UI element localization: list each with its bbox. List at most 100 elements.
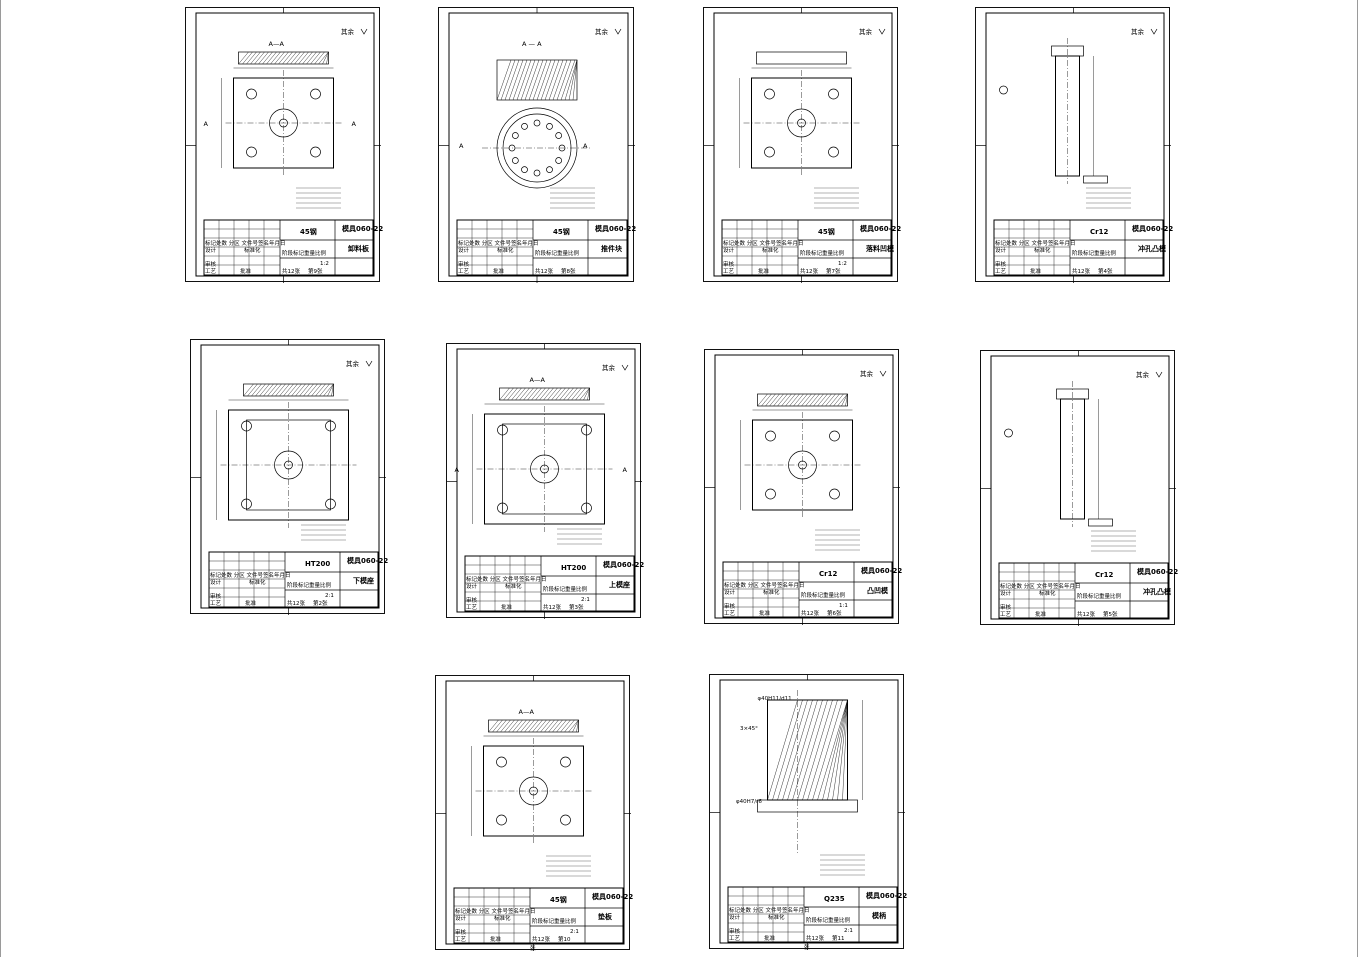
sheet-number: 第2张 [313, 599, 328, 607]
hole [511, 132, 519, 139]
tb-label-approve: 批准 [1035, 610, 1047, 618]
tb-label-design: 设计 [210, 578, 222, 586]
tb-label-stage: 阶段标记重量比例 [1072, 249, 1117, 257]
bolt-hole [310, 88, 321, 100]
tb-label-design: 设计 [466, 582, 478, 590]
hole [533, 169, 541, 177]
sheet-total: 共12张 [800, 267, 818, 275]
part-name: 冲孔凸模 [1143, 587, 1172, 596]
tb-label-standard: 标准化 [763, 588, 780, 596]
tolerance-frame [1088, 518, 1113, 527]
section-label: A — A [522, 40, 542, 48]
tb-label-review: 审核 [729, 927, 741, 935]
surface-note: 其余 [1131, 27, 1145, 36]
bolt-hole [325, 498, 336, 510]
inner-frame [448, 12, 629, 277]
bolt-hole [765, 430, 776, 442]
part-name: 垫板 [598, 912, 613, 921]
sheet-total: 共12张 [287, 599, 305, 607]
bolt-hole [560, 814, 571, 826]
roughness-icon [1150, 28, 1158, 35]
material: 45钢 [553, 227, 570, 236]
tb-label-standard: 标准化 [1034, 246, 1051, 254]
view-label-right: A [352, 120, 357, 128]
inner-frame [719, 679, 899, 944]
sheet-number: 第8张 [561, 267, 576, 275]
sheet-total: 共12张 [543, 603, 561, 611]
roughness-icon [614, 28, 622, 35]
center-bore [787, 108, 816, 138]
view-label-left: A [459, 142, 464, 150]
part-name: 模柄 [872, 911, 886, 920]
drawing-number: 模具060-22 [860, 224, 901, 233]
bolt-hole [828, 88, 839, 100]
tb-label-process: 工艺 [995, 268, 1007, 275]
part-name: 上模座 [609, 580, 630, 589]
tb-label-revisions: 标记处数 分区 文件号签名年月日 [466, 575, 547, 583]
scale: 2:1 [325, 593, 334, 599]
title-block [998, 562, 1169, 619]
title-block [208, 551, 379, 608]
inner-frame [195, 12, 375, 277]
tb-label-review: 审核 [724, 602, 736, 610]
title-block [453, 887, 624, 944]
drawing-number: 模具060-22 [1137, 567, 1178, 576]
bolt-hole [497, 424, 508, 436]
hole [533, 119, 541, 127]
drawing-number: 模具060-22 [603, 560, 644, 569]
material: 45钢 [818, 227, 835, 236]
roughness-icon [365, 360, 373, 367]
bolt-hole [829, 488, 840, 500]
title-block [727, 886, 898, 943]
tb-label-approve: 批准 [758, 267, 770, 275]
material: HT200 [561, 564, 586, 572]
tb-label-process: 工艺 [205, 268, 217, 275]
tb-label-stage: 阶段标记重量比例 [1077, 592, 1122, 600]
view-label-right: A [583, 142, 588, 150]
roughness-icon [878, 28, 886, 35]
tb-label-process: 工艺 [455, 936, 467, 943]
roughness-icon [360, 28, 368, 35]
tb-label-review: 审核 [458, 260, 470, 268]
bolt-hole [829, 430, 840, 442]
tb-label-process: 工艺 [724, 610, 736, 617]
surface-note: 其余 [595, 27, 609, 36]
part-name: 推件块 [601, 244, 623, 253]
tb-label-approve: 批准 [240, 267, 252, 275]
sheet-total: 共12张 [801, 609, 819, 617]
section-label: A—A [269, 40, 285, 48]
pierce-hole [279, 118, 288, 128]
tb-label-approve: 批准 [493, 267, 505, 275]
sheet-svg: A—A标记处数 分区 文件号签名年月日设计标准化阶段标记重量比例审核工艺批准45… [436, 676, 633, 952]
datum-icon [1004, 428, 1013, 438]
sheet-number: 第6张 [827, 609, 842, 617]
section-view [756, 51, 847, 65]
sheet-svg: 其余标记处数 分区 文件号签名年月日设计标准化阶段标记重量比例审核工艺批准45钢… [704, 8, 901, 283]
tb-label-stage: 阶段标记重量比例 [282, 249, 327, 257]
roughness-icon [621, 364, 629, 371]
section-view [499, 387, 590, 401]
tb-label-revisions: 标记处数 分区 文件号签名年月日 [995, 239, 1076, 247]
title-block [993, 219, 1164, 276]
material: 45钢 [550, 895, 567, 904]
inner-frame [456, 348, 636, 613]
center-bore [269, 108, 298, 138]
hole [521, 166, 528, 174]
bolt-hole [764, 88, 775, 100]
bolt-hole [325, 420, 336, 432]
material: Cr12 [1095, 571, 1113, 579]
tb-label-standard: 标准化 [249, 578, 266, 586]
center-bore [519, 776, 548, 806]
bolt-hole [497, 502, 508, 514]
material: Cr12 [1090, 228, 1108, 236]
drawing-number: 模具060-22 [866, 891, 907, 900]
